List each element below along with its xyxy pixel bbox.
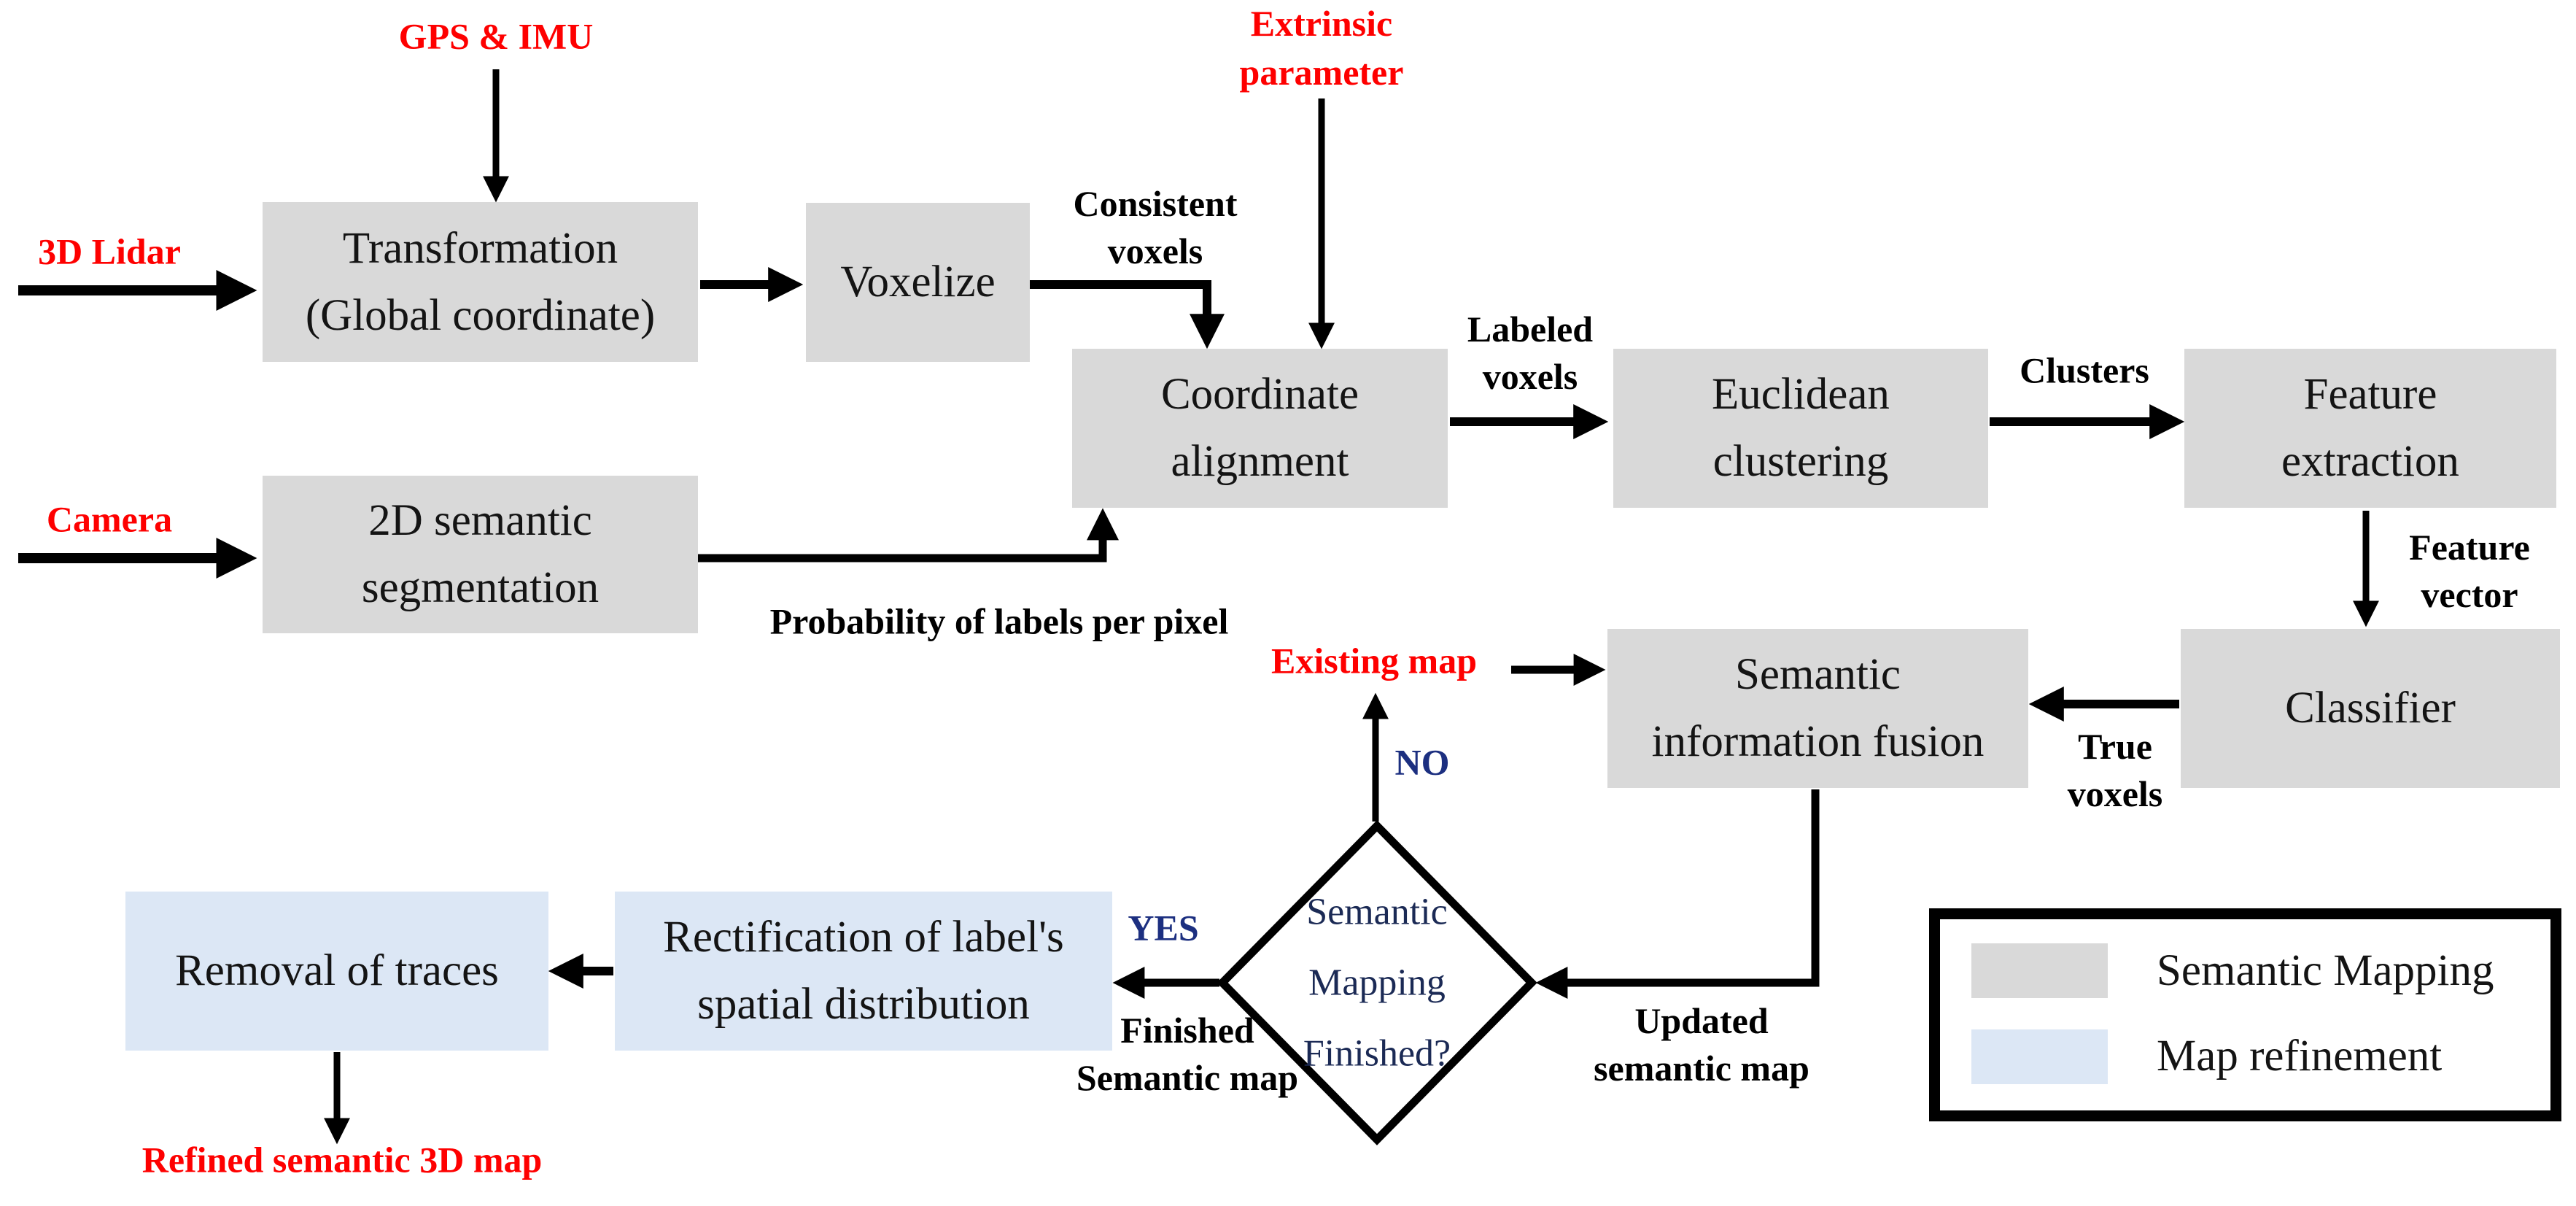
node-coordinate-alignment-line1: Coordinate bbox=[1160, 370, 1359, 419]
branch-no-label: NO bbox=[1394, 741, 1450, 783]
legend-label-semantic-mapping: Semantic Mapping bbox=[2157, 946, 2494, 995]
edge-feature-vector-line2: vector bbox=[2421, 574, 2518, 615]
input-extrinsic-label: Extrinsic parameter bbox=[1240, 0, 1404, 97]
edge-consistent-voxels-line1: Consistent bbox=[1073, 183, 1238, 224]
edge-feature-vector-line1: Feature bbox=[2409, 527, 2530, 568]
node-feature-extraction: Feature extraction bbox=[2184, 349, 2556, 508]
decision-line2: Mapping bbox=[1308, 962, 1446, 1004]
edge-finished-map-label: Finished Semantic map bbox=[1076, 1007, 1298, 1102]
arrow-segmentation-to-coordinate bbox=[698, 508, 1119, 563]
node-semantic-fusion-line2: information fusion bbox=[1651, 717, 1985, 766]
edge-updated-map-line2: semantic map bbox=[1594, 1048, 1809, 1089]
legend-swatch-map-refinement bbox=[1971, 1029, 2108, 1084]
arrow-voxelize-to-coordinate bbox=[1030, 280, 1225, 349]
edge-finished-map-line1: Finished bbox=[1120, 1010, 1254, 1051]
node-feature-extraction-line1: Feature bbox=[2303, 370, 2437, 419]
node-coordinate-alignment-line2: alignment bbox=[1171, 437, 1349, 486]
node-2d-segmentation: 2D semantic segmentation bbox=[263, 476, 698, 633]
edge-labeled-voxels-label: Labeled voxels bbox=[1467, 306, 1593, 401]
input-gps-imu-label: GPS & IMU bbox=[398, 15, 594, 57]
edge-updated-map-label: Updated semantic map bbox=[1594, 997, 1809, 1092]
node-rectification-line1: Rectification of label's bbox=[663, 913, 1064, 962]
input-extrinsic-line1: Extrinsic bbox=[1250, 3, 1393, 44]
node-transformation-line1: Transformation bbox=[342, 223, 618, 273]
legend-label-map-refinement: Map refinement bbox=[2157, 1032, 2443, 1081]
node-rectification-line2: spatial distribution bbox=[697, 980, 1030, 1029]
input-existing-map-label: Existing map bbox=[1270, 640, 1478, 681]
legend-swatch-semantic-mapping bbox=[1971, 943, 2108, 998]
node-removal-of-traces: Removal of traces bbox=[125, 892, 548, 1051]
input-camera-label: Camera bbox=[46, 498, 173, 540]
edge-finished-map-line2: Semantic map bbox=[1076, 1057, 1299, 1098]
node-2d-segmentation-line1: 2D semantic bbox=[368, 496, 592, 545]
node-2d-segmentation-line2: segmentation bbox=[361, 563, 600, 612]
decision-line1: Semantic bbox=[1306, 891, 1448, 933]
node-euclidean-clustering-line2: clustering bbox=[1712, 437, 1889, 486]
input-extrinsic-line2: parameter bbox=[1239, 52, 1404, 93]
node-classifier-line1: Classifier bbox=[2285, 684, 2456, 733]
edge-true-voxels-label: True voxels bbox=[2068, 723, 2163, 818]
edge-consistent-voxels-label: Consistent voxels bbox=[1073, 180, 1237, 275]
node-removal-of-traces-line1: Removal of traces bbox=[175, 946, 499, 995]
edge-labeled-voxels-line2: voxels bbox=[1482, 356, 1578, 397]
decision-line3: Finished? bbox=[1303, 1032, 1451, 1075]
output-refined-map-label: Refined semantic 3D map bbox=[141, 1139, 543, 1180]
input-lidar-label: 3D Lidar bbox=[38, 231, 181, 272]
edge-updated-map-line1: Updated bbox=[1634, 1000, 1769, 1041]
branch-yes-label: YES bbox=[1128, 907, 1199, 948]
node-feature-extraction-line2: extraction bbox=[2281, 437, 2459, 486]
node-semantic-fusion: Semantic information fusion bbox=[1607, 629, 2028, 788]
arrow-fusion-to-decision bbox=[1535, 789, 1820, 999]
node-transformation-line2: (Global coordinate) bbox=[305, 290, 656, 340]
node-coordinate-alignment: Coordinate alignment bbox=[1072, 349, 1448, 508]
node-voxelize-line1: Voxelize bbox=[840, 258, 996, 306]
edge-feature-vector-label: Feature vector bbox=[2409, 524, 2530, 619]
node-semantic-fusion-line1: Semantic bbox=[1735, 650, 1901, 699]
node-euclidean-clustering: Euclidean clustering bbox=[1613, 349, 1988, 508]
edge-true-voxels-line2: voxels bbox=[2067, 773, 2163, 814]
edge-true-voxels-line1: True bbox=[2078, 726, 2152, 767]
node-classifier: Classifier bbox=[2181, 629, 2560, 788]
node-euclidean-clustering-line1: Euclidean bbox=[1712, 370, 1890, 419]
node-voxelize: Voxelize bbox=[806, 203, 1030, 362]
edge-consistent-voxels-line2: voxels bbox=[1107, 231, 1203, 271]
edge-probability-label: Probability of labels per pixel bbox=[769, 600, 1229, 642]
decision-diamond-label: Semantic Mapping Finished? bbox=[1303, 877, 1451, 1089]
node-rectification: Rectification of label's spatial distrib… bbox=[615, 892, 1112, 1051]
node-transformation: Transformation (Global coordinate) bbox=[263, 202, 698, 362]
edge-clusters-label: Clusters bbox=[2020, 349, 2149, 391]
edge-labeled-voxels-line1: Labeled bbox=[1467, 309, 1594, 349]
legend bbox=[1929, 908, 2561, 1121]
